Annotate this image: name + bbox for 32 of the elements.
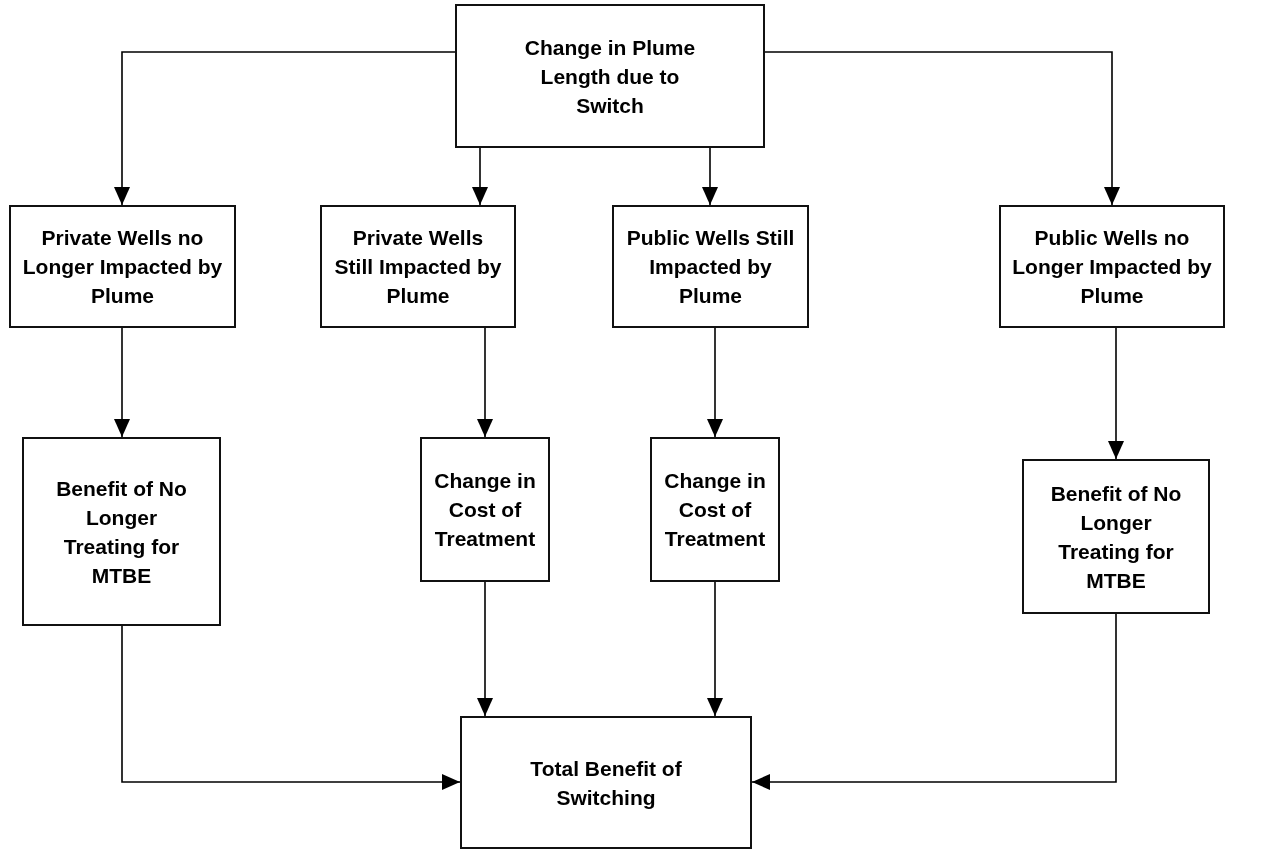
box-label: Private Wells no Longer Impacted by Plume: [22, 225, 223, 309]
process-box: [9, 205, 236, 328]
box-label: Change in Cost of Treatment: [663, 468, 767, 552]
process-box: [612, 205, 809, 328]
process-box: [460, 716, 752, 849]
arrow: [707, 581, 723, 717]
arrow: [1108, 327, 1124, 460]
box-label: Change in Cost of Treatment: [433, 468, 537, 552]
arrow: [477, 327, 493, 438]
arrow: [707, 327, 723, 438]
process-box: [1022, 459, 1210, 614]
process-box: [320, 205, 516, 328]
box-label: Total Benefit of Switching: [529, 755, 683, 811]
arrow: [114, 51, 456, 206]
box-label: Public Wells Still Impacted by Plume: [625, 225, 796, 309]
arrow: [114, 327, 130, 438]
arrow: [751, 613, 1117, 790]
box-label: Benefit of No Longer Treating for MTBE: [55, 475, 188, 589]
arrow: [477, 581, 493, 717]
arrow: [472, 147, 488, 206]
process-box: [22, 437, 221, 626]
arrow: [702, 147, 718, 206]
process-box: [650, 437, 780, 582]
process-box: [999, 205, 1225, 328]
box-label: Private Wells Still Impacted by Plume: [333, 225, 503, 309]
process-box: [420, 437, 550, 582]
arrow: [121, 625, 461, 790]
process-box: [455, 4, 765, 148]
box-label: Benefit of No Longer Treating for MTBE: [1049, 480, 1183, 594]
box-label: Public Wells no Longer Impacted by Plume: [1012, 225, 1212, 309]
box-label: Change in Plume Length due to Switch: [523, 34, 697, 119]
arrow: [764, 51, 1120, 206]
